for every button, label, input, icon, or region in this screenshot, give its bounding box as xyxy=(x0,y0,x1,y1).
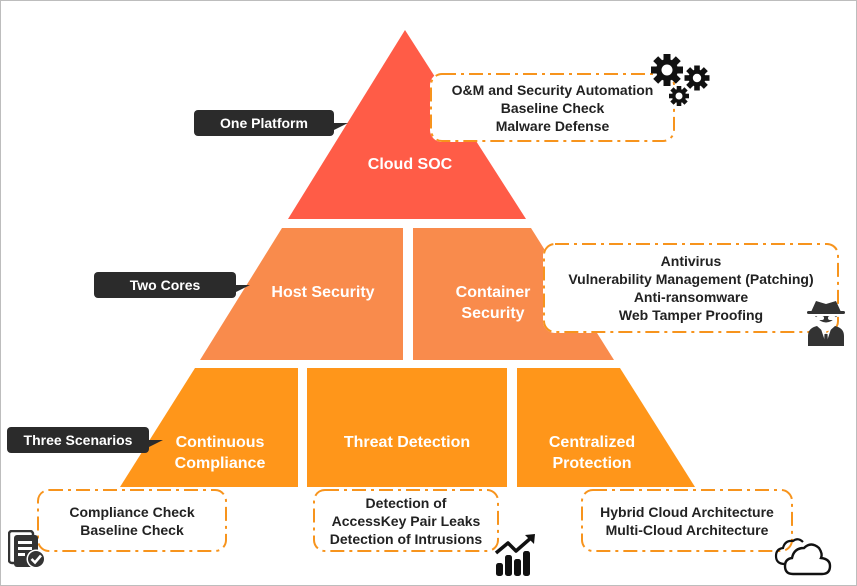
feature-item: AccessKey Pair Leaks xyxy=(331,512,481,529)
callout-one-platform: One Platform xyxy=(194,110,348,136)
feature-box-protection: Hybrid Cloud Architecture Multi-Cloud Ar… xyxy=(581,489,793,552)
dashed-border xyxy=(313,489,499,552)
tier-label-line: Host Security xyxy=(271,284,375,301)
tier-label-threat-detection: Threat Detection xyxy=(317,432,497,453)
callout-label: Two Cores xyxy=(129,277,201,293)
feature-item: Baseline Check xyxy=(80,521,184,538)
feature-item: Anti-ransomware xyxy=(633,289,749,305)
tier-label-line: Threat Detection xyxy=(343,434,471,451)
tier-label-line: Centralized xyxy=(548,434,636,451)
dashed-border xyxy=(581,489,793,552)
checklist-icon xyxy=(8,530,46,569)
tier-label-container-security: Container Security xyxy=(423,282,563,324)
dashed-border xyxy=(430,73,675,142)
tier-label-centralized-protection: Centralized Protection xyxy=(527,432,657,474)
feature-item: Baseline Check xyxy=(500,99,605,116)
tier-label-continuous-compliance: Continuous Compliance xyxy=(160,432,280,474)
spy-icon xyxy=(807,301,845,346)
clouds-icon xyxy=(774,538,832,576)
trending-chart-icon xyxy=(494,534,535,576)
callout-two-cores: Two Cores xyxy=(94,272,250,298)
gears-icon xyxy=(651,54,710,106)
feature-item: Vulnerability Management (Patching) xyxy=(568,271,814,287)
callout-tail xyxy=(332,123,348,131)
feature-box-threat: Detection of AccessKey Pair Leaks Detect… xyxy=(313,489,499,552)
tier-label-line: Compliance xyxy=(174,455,266,472)
dashed-border xyxy=(37,489,227,552)
tier-top-cloud-soc xyxy=(288,30,526,219)
feature-item: Hybrid Cloud Architecture xyxy=(600,503,774,520)
callout-three-scenarios: Three Scenarios xyxy=(7,427,163,453)
tier-label-line: Container xyxy=(455,284,531,301)
feature-box-security: Antivirus Vulnerability Management (Patc… xyxy=(543,243,839,333)
feature-item: Detection of Intrusions xyxy=(329,530,483,547)
feature-box-compliance: Compliance Check Baseline Check xyxy=(37,489,227,552)
tier-label-line: Continuous xyxy=(175,434,265,451)
callout-label: One Platform xyxy=(220,115,308,131)
feature-box-soc: O&M and Security Automation Baseline Che… xyxy=(430,73,675,142)
feature-item: Malware Defense xyxy=(495,117,610,134)
feature-item: O&M and Security Automation xyxy=(451,81,654,98)
tier-label-host-security: Host Security xyxy=(248,282,398,303)
tier-bottom-centralized-protection xyxy=(517,368,695,487)
tier-label-line: Protection xyxy=(552,455,632,472)
feature-item: Compliance Check xyxy=(69,503,195,520)
tier-bottom-threat-detection xyxy=(307,368,507,487)
feature-item: Web Tamper Proofing xyxy=(618,307,764,323)
dashed-border xyxy=(543,243,839,333)
feature-item: Detection of xyxy=(365,494,447,511)
feature-item: Antivirus xyxy=(660,253,722,269)
feature-item: Multi-Cloud Architecture xyxy=(605,521,769,538)
callout-tail xyxy=(234,285,250,293)
tier-bottom-continuous-compliance xyxy=(120,368,298,487)
tier-middle-host-security xyxy=(200,228,403,360)
tier-label-cloud-soc: Cloud SOC xyxy=(367,156,453,173)
tier-label-line: Security xyxy=(461,305,525,322)
callout-label: Three Scenarios xyxy=(23,432,133,448)
callout-tail xyxy=(147,440,163,448)
